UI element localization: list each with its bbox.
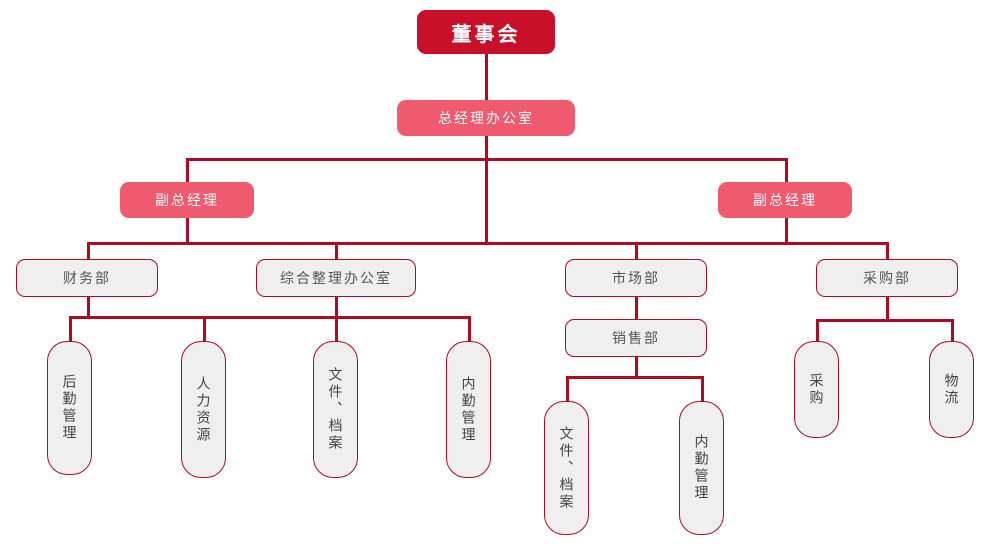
connector-drop-logistics-mgmt: [69, 316, 72, 342]
node-finance-dept-label: 财务部: [63, 270, 111, 286]
connector-bus-units-left: [69, 316, 471, 319]
connector-bus-purchase-units: [816, 319, 954, 322]
connector-market-to-sales: [635, 297, 638, 320]
connector-drop-documents-b: [566, 376, 569, 402]
connector-drop-general-admin: [335, 242, 338, 260]
node-deputy-gm-left-label: 副总经理: [155, 192, 219, 208]
connector-deputy-left-down: [186, 218, 189, 245]
node-market-dept[interactable]: 市场部: [565, 259, 707, 297]
connector-drop-purchasing: [816, 319, 819, 341]
node-human-resources-label: 人力资源: [195, 375, 212, 444]
node-sales-dept[interactable]: 销售部: [565, 319, 707, 357]
connector-deputy-right-down: [785, 218, 788, 245]
connector-bus-deputies: [186, 158, 787, 161]
node-documents-archives-b[interactable]: 文件、档案: [544, 401, 589, 535]
connector-drop-finance: [87, 242, 90, 260]
connector-drop-purchase: [886, 242, 889, 260]
node-logistics-mgmt-label: 后勤管理: [61, 374, 78, 442]
connector-deputy-left-up: [186, 158, 189, 182]
node-board-label: 董事会: [451, 23, 521, 46]
node-documents-archives-b-label: 文件、档案: [558, 425, 575, 511]
connector-gm-trunk: [485, 136, 488, 245]
node-gm-office-label: 总经理办公室: [438, 110, 534, 126]
connector-drop-internal-b: [701, 376, 704, 402]
connector-bus-sales-units: [566, 376, 704, 379]
connector-deputy-right-up: [785, 158, 788, 182]
connector-drop-human-resources: [203, 316, 206, 342]
node-internal-affairs-a[interactable]: 内勤管理: [446, 341, 491, 478]
node-general-admin-office[interactable]: 综合整理办公室: [256, 259, 416, 297]
connector-sales-stem: [635, 357, 638, 378]
node-finance-dept[interactable]: 财务部: [16, 259, 158, 297]
node-purchase-dept[interactable]: 采购部: [816, 259, 958, 297]
node-deputy-gm-right-label: 副总经理: [753, 192, 817, 208]
node-purchase-dept-label: 采购部: [863, 270, 911, 286]
node-human-resources[interactable]: 人力资源: [181, 341, 226, 478]
connector-drop-logistics: [951, 319, 954, 341]
connector-drop-market: [635, 242, 638, 260]
node-internal-affairs-b[interactable]: 内勤管理: [679, 401, 724, 535]
connector-finance-stem: [87, 297, 90, 317]
connector-board-to-gm: [485, 52, 488, 106]
node-deputy-gm-right[interactable]: 副总经理: [718, 182, 852, 218]
node-market-dept-label: 市场部: [612, 270, 660, 286]
node-documents-archives-a[interactable]: 文件、档案: [313, 341, 358, 478]
node-internal-affairs-b-label: 内勤管理: [693, 434, 710, 502]
node-purchasing-label: 采购: [808, 372, 825, 407]
node-purchasing[interactable]: 采购: [794, 341, 839, 438]
node-logistics-mgmt[interactable]: 后勤管理: [47, 341, 92, 475]
node-deputy-gm-left[interactable]: 副总经理: [120, 182, 254, 218]
node-gm-office[interactable]: 总经理办公室: [397, 100, 575, 136]
node-internal-affairs-a-label: 内勤管理: [460, 375, 477, 444]
node-logistics[interactable]: 物流: [929, 341, 974, 438]
node-sales-dept-label: 销售部: [612, 330, 660, 346]
node-documents-archives-a-label: 文件、档案: [327, 367, 344, 452]
connector-bus-departments: [87, 242, 887, 245]
node-board[interactable]: 董事会: [417, 10, 555, 54]
node-general-admin-office-label: 综合整理办公室: [280, 270, 392, 286]
node-logistics-label: 物流: [943, 372, 960, 407]
connector-drop-internal-a: [468, 316, 471, 342]
connector-purchase-stem: [886, 297, 889, 320]
connector-drop-documents-a: [335, 316, 338, 342]
connector-general-admin-stem: [335, 297, 338, 317]
